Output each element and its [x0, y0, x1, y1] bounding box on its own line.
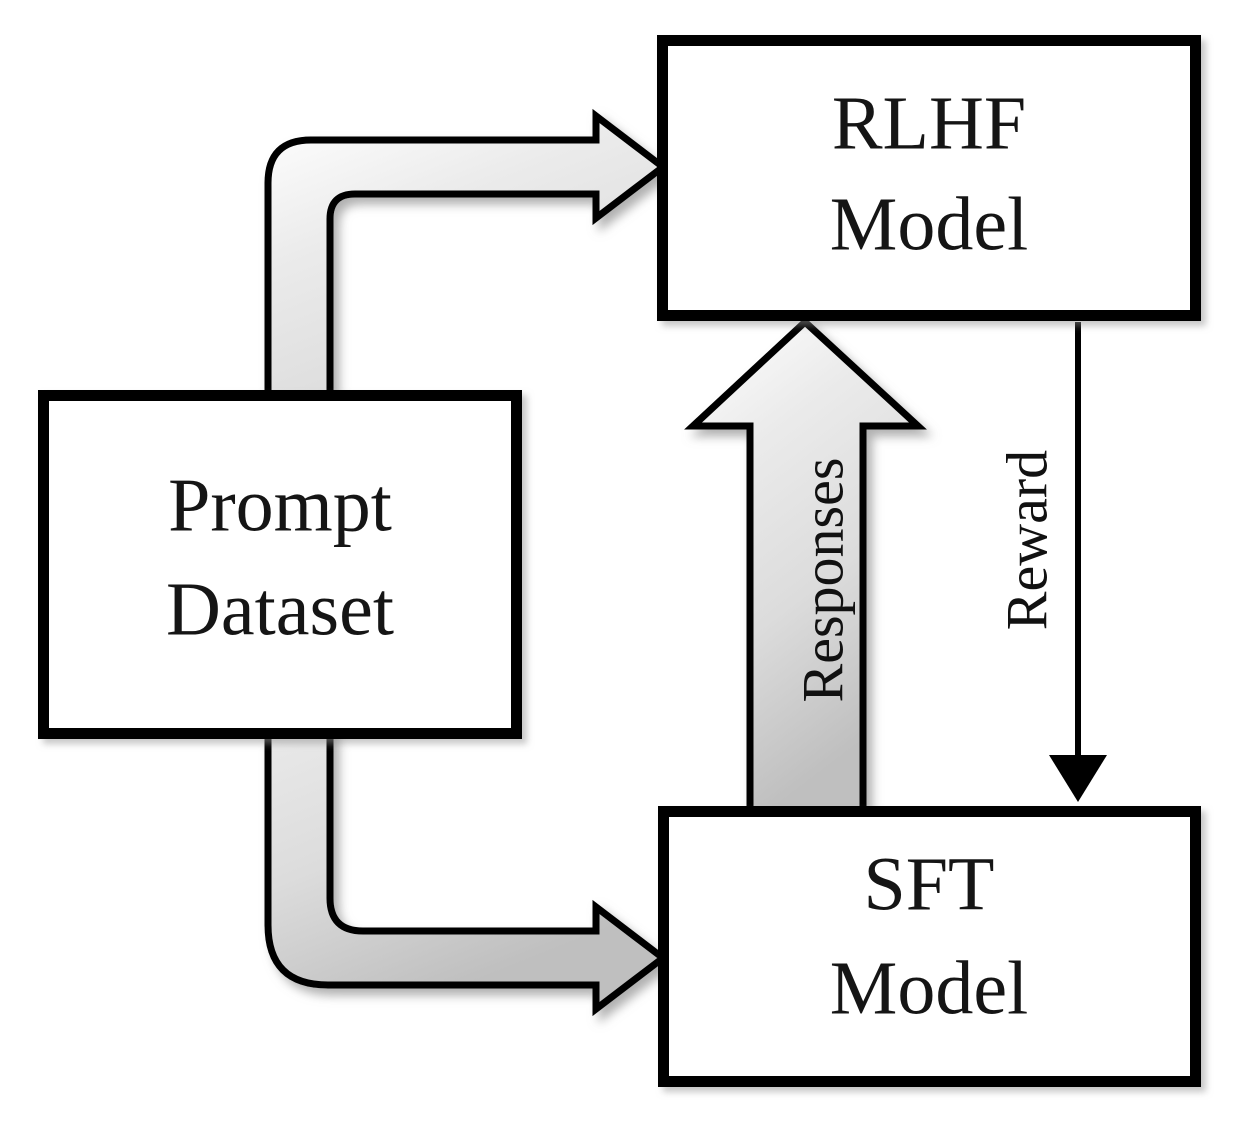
node-rlhf-model[interactable]: RLHF Model — [657, 35, 1201, 321]
node-rlhf-model-line1: RLHF — [832, 81, 1026, 165]
node-prompt-dataset-line1: Prompt — [168, 463, 392, 547]
edge-label-responses: Responses — [790, 458, 855, 703]
edge-rlhf-to-sft[interactable] — [1049, 322, 1107, 802]
svg-text:Responses: Responses — [790, 458, 855, 703]
edge-label-reward: Reward — [994, 450, 1059, 630]
node-sft-model[interactable]: SFT Model — [658, 806, 1201, 1087]
node-rlhf-model-line2: Model — [830, 182, 1028, 266]
node-sft-model-line2: Model — [830, 946, 1028, 1030]
node-sft-model-line1: SFT — [864, 842, 995, 926]
node-prompt-dataset-line2: Dataset — [166, 567, 394, 651]
node-prompt-dataset[interactable]: Prompt Dataset — [38, 390, 522, 739]
svg-text:Reward: Reward — [994, 450, 1059, 630]
